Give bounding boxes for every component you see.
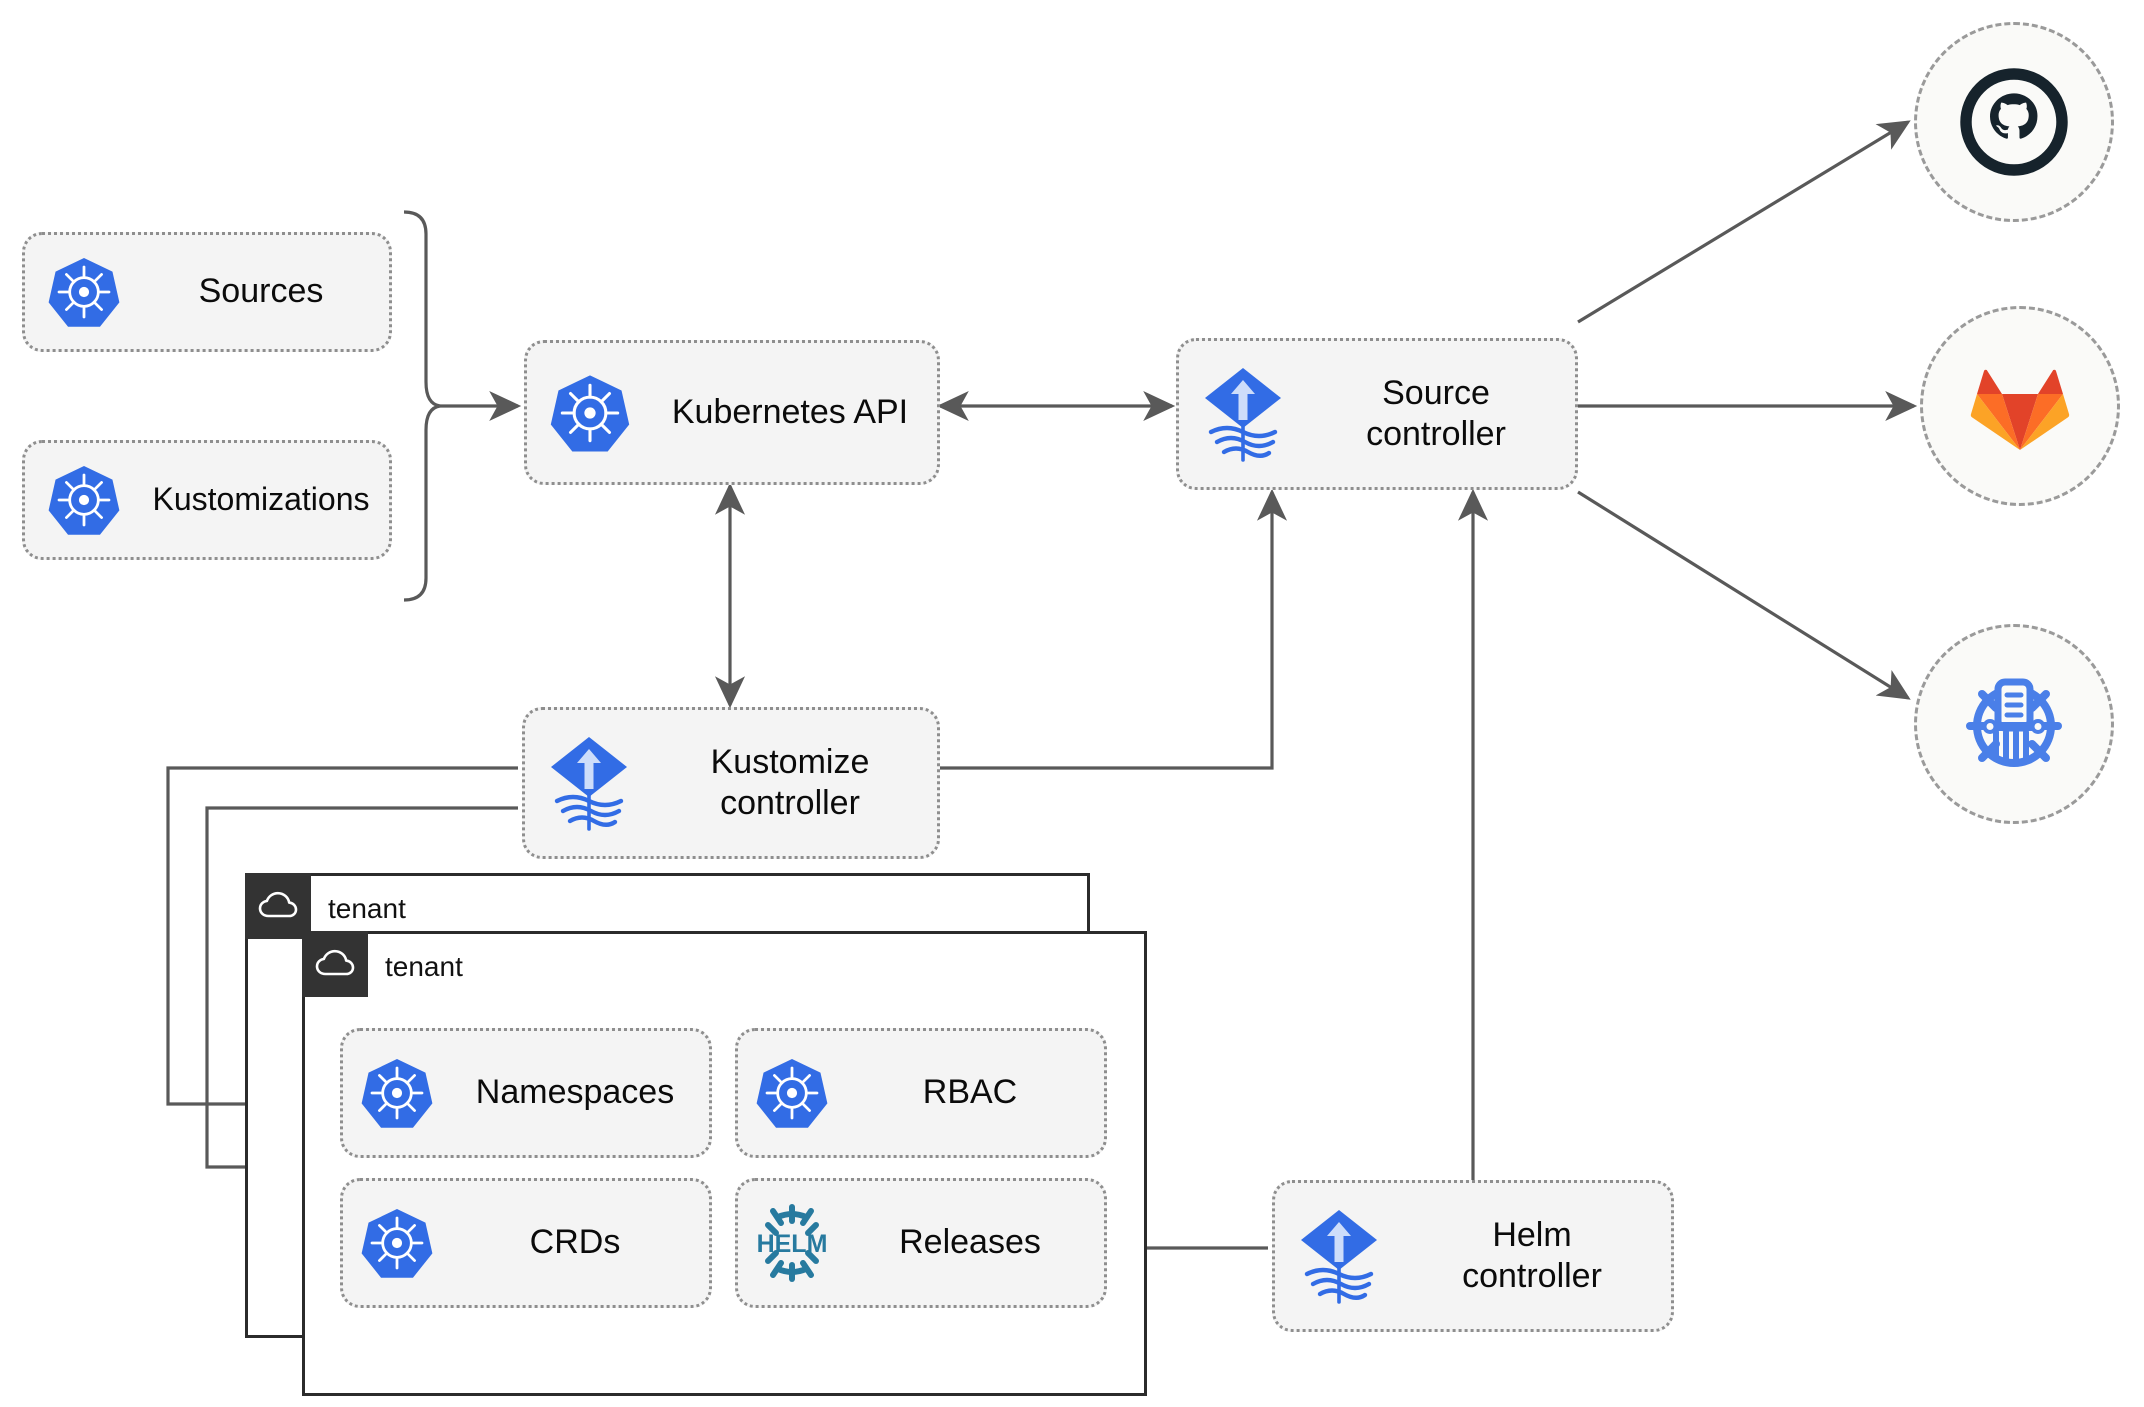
- provider-github[interactable]: [1914, 22, 2114, 222]
- kubernetes-icon: [25, 255, 143, 329]
- provider-gitlab[interactable]: [1920, 306, 2120, 506]
- node-source-controller[interactable]: Source controller: [1176, 338, 1578, 490]
- github-icon: [1960, 68, 2068, 176]
- helm-icon: HELM: [738, 1199, 846, 1287]
- svg-text:HELM: HELM: [757, 1230, 828, 1258]
- node-label: Releases: [899, 1223, 1041, 1262]
- tenant-box-inner[interactable]: tenant: [302, 931, 1147, 1396]
- node-label: CRDs: [529, 1223, 621, 1262]
- cloud-icon: [245, 873, 311, 939]
- helm-repository-icon: [1966, 678, 2062, 767]
- kubernetes-icon: [738, 1056, 846, 1130]
- flux-icon: [525, 733, 653, 833]
- node-rbac[interactable]: RBAC: [735, 1028, 1107, 1158]
- flux-icon: [1179, 364, 1307, 464]
- node-crds[interactable]: CRDs: [340, 1178, 712, 1308]
- gitlab-icon: [1970, 369, 2070, 450]
- kubernetes-icon: [343, 1056, 451, 1130]
- edge-source-controller-github: [1577, 120, 1911, 324]
- node-label: Source controller: [1366, 373, 1506, 453]
- kubernetes-icon: [527, 372, 653, 454]
- kubernetes-icon: [25, 463, 143, 537]
- node-label: Kustomize controller: [710, 742, 870, 822]
- kubernetes-icon: [343, 1206, 451, 1280]
- edge-kustomize-controller-source-controller: [940, 488, 1288, 770]
- node-kubernetes-api[interactable]: Kubernetes API: [524, 340, 940, 485]
- tenant-label-outer: tenant: [328, 893, 406, 924]
- edge-source-controller-helm-repository: [1577, 490, 1911, 700]
- node-helm-controller[interactable]: Helm controller: [1272, 1180, 1674, 1332]
- node-kustomizations[interactable]: Kustomizations: [22, 440, 392, 560]
- provider-helm-repository[interactable]: [1914, 624, 2114, 824]
- edge-sources-group-brace: [403, 210, 441, 602]
- node-label: Namespaces: [475, 1073, 675, 1112]
- node-kustomize-controller[interactable]: Kustomize controller: [522, 707, 940, 859]
- edge-kustomize-controller-tenant-outer: [166, 766, 518, 1120]
- node-namespaces[interactable]: Namespaces: [340, 1028, 712, 1158]
- node-label: Sources: [198, 272, 324, 311]
- cloud-icon: [302, 931, 368, 997]
- node-label: Kubernetes API: [671, 392, 909, 431]
- node-label: Helm controller: [1462, 1215, 1602, 1295]
- flux-icon: [1275, 1206, 1403, 1306]
- node-label: Kustomizations: [152, 481, 370, 518]
- node-releases[interactable]: HELM Releases: [735, 1178, 1107, 1308]
- tenant-label-inner: tenant: [385, 951, 463, 982]
- node-sources[interactable]: Sources: [22, 232, 392, 352]
- node-label: RBAC: [922, 1073, 1018, 1112]
